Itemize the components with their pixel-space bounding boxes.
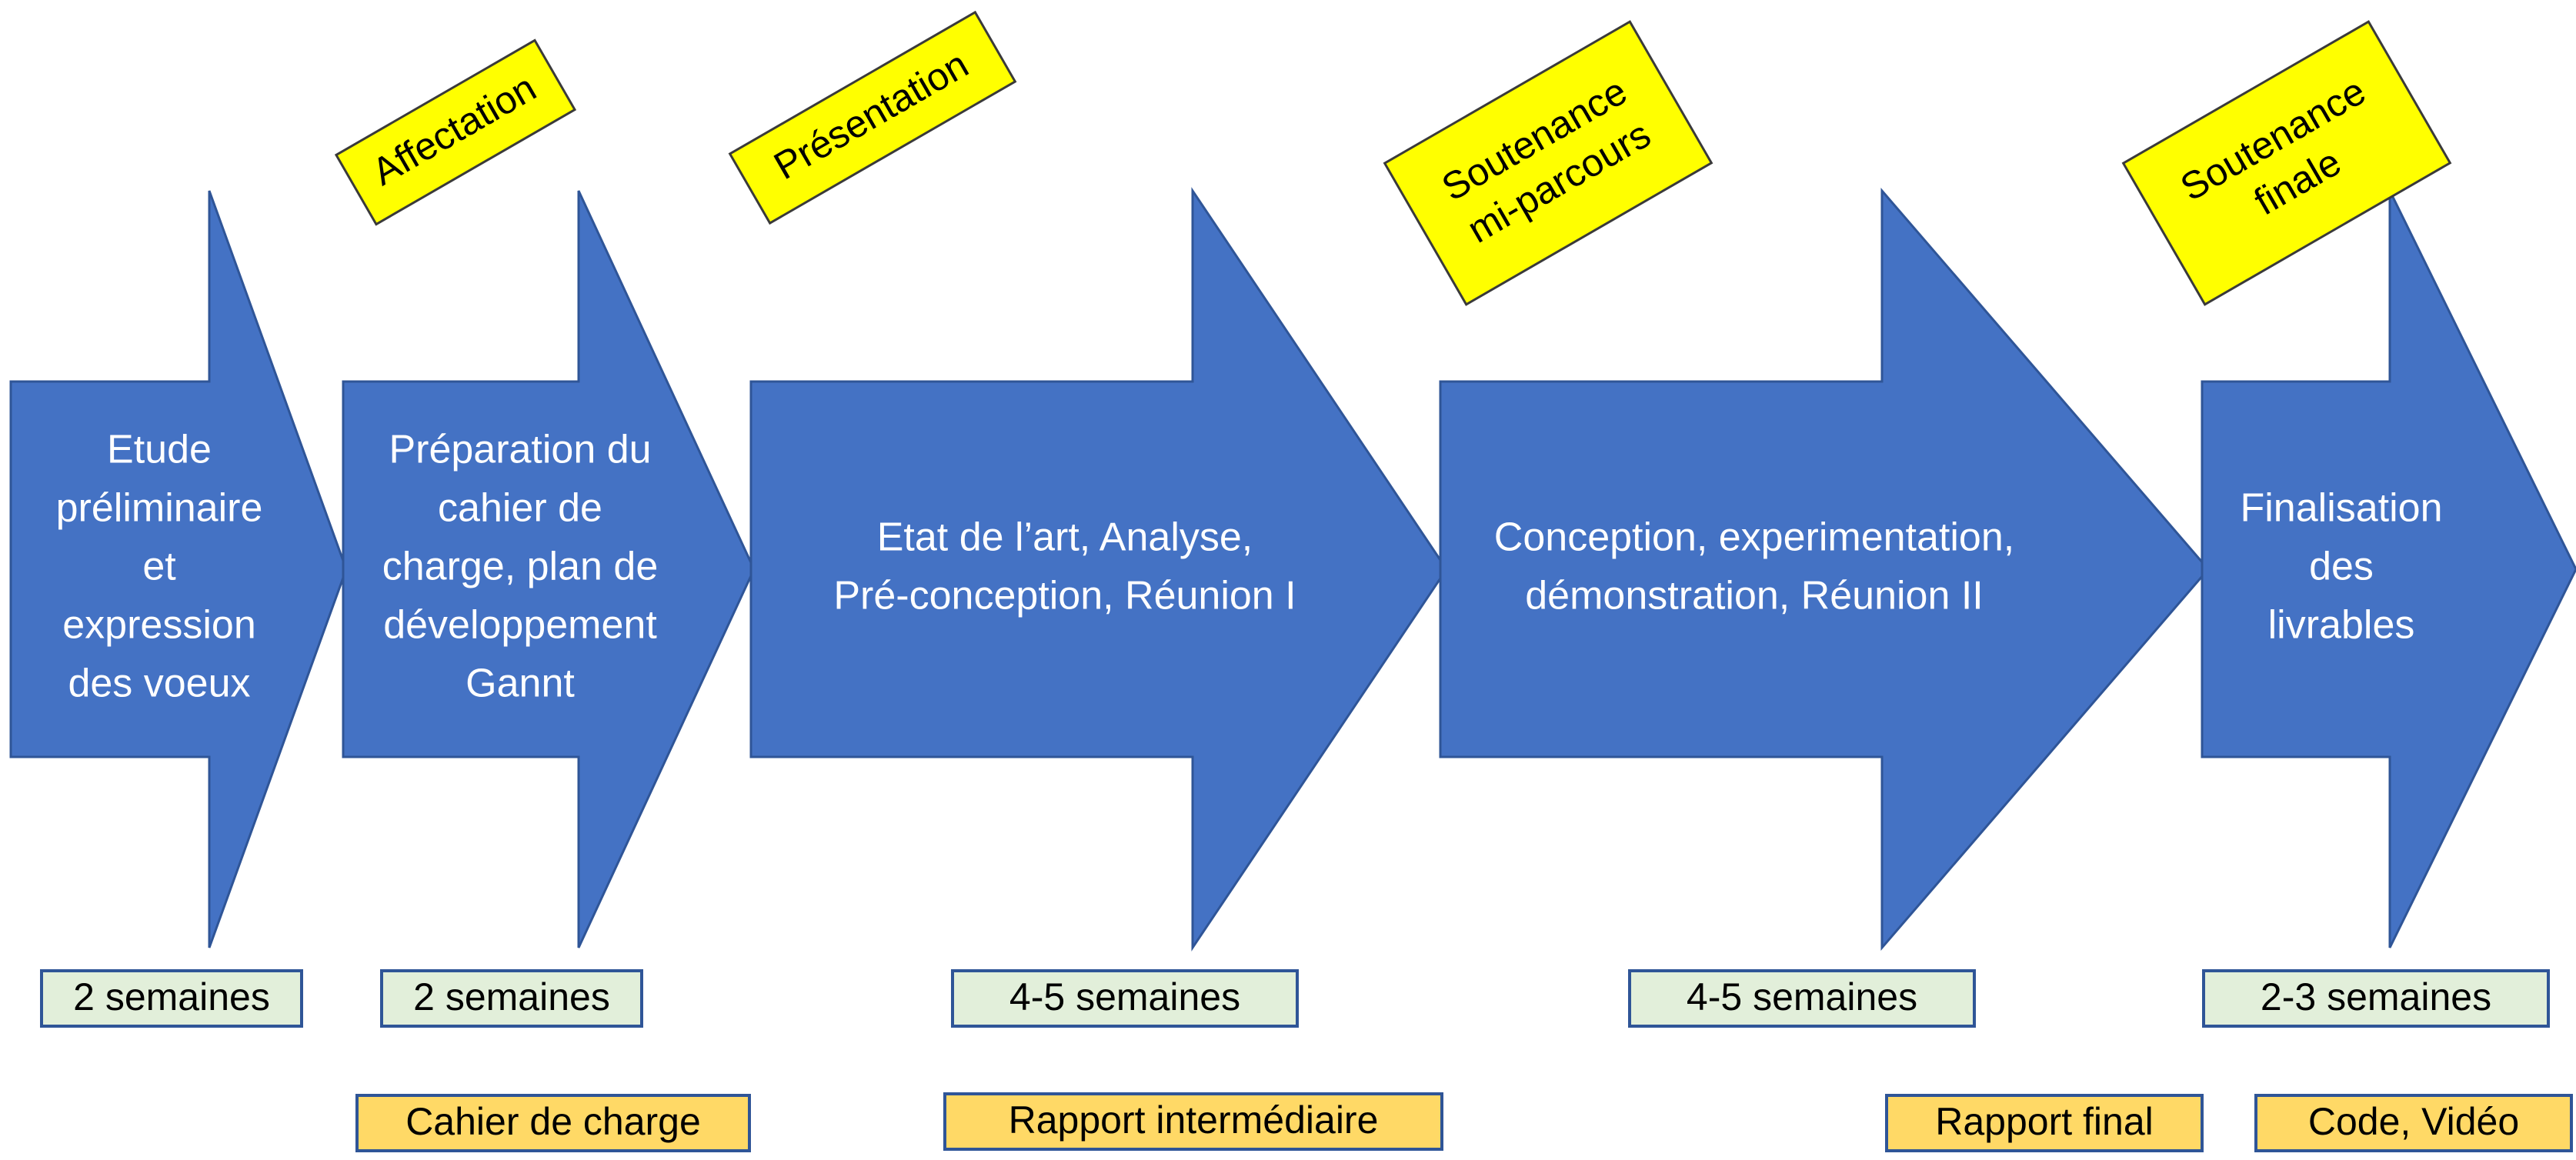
- phase-label-5: Finalisation des livrables: [2240, 486, 2442, 648]
- deliverable-box-bg: [943, 1092, 1443, 1151]
- phase-label-4: Conception, experimentation, démonstratio…: [1494, 515, 2014, 618]
- phase-label-1-line: Etude: [107, 428, 212, 472]
- milestone-box: [2121, 20, 2452, 306]
- phase-label-1-line: et: [142, 545, 176, 589]
- phase-label-2-line: charge, plan de: [382, 545, 659, 589]
- phase-label-1: Etude préliminaire et expression des voeux: [56, 428, 263, 706]
- phase-label-1-line: préliminaire: [56, 486, 263, 531]
- phase-label-2-line: développement: [383, 603, 657, 648]
- duration-box-bg: [951, 969, 1299, 1028]
- duration-label: 2-3 semaines: [2261, 975, 2491, 1018]
- phase-label-2-line: Gannt: [465, 662, 575, 706]
- phase-label-1-line: expression: [62, 603, 255, 648]
- milestone-callout-2: Présentation: [728, 10, 1017, 225]
- duration-label: 2 semaines: [73, 975, 270, 1018]
- phase-arrow-4: [1439, 187, 2210, 952]
- duration-box-bg: [1628, 969, 1976, 1028]
- deliverable-label: Code, Vidéo: [2308, 1100, 2519, 1143]
- duration-box-2: 2 semaines: [380, 969, 643, 1028]
- milestone-callout-3: Soutenancemi-parcours: [1383, 20, 1713, 306]
- phase-label-3-line: Etat de l’art, Analyse,: [877, 515, 1253, 560]
- phase-label-2-line: cahier de: [438, 486, 602, 531]
- phase-label-3-line: Pré-conception, Réunion I: [833, 574, 1296, 618]
- phase-label-2-line: Préparation du: [389, 428, 651, 472]
- duration-box-4: 4-5 semaines: [1628, 969, 1976, 1028]
- milestone-box: [1383, 20, 1713, 306]
- duration-box-bg: [2202, 969, 2550, 1028]
- phase-arrow-5: [2201, 190, 2576, 948]
- deliverable-label: Cahier de charge: [405, 1100, 701, 1143]
- deliverable-box-bg: [1885, 1094, 2204, 1152]
- phase-label-3: Etat de l’art, Analyse, Pré-conception, R…: [833, 515, 1296, 618]
- milestone-box: [728, 10, 1017, 225]
- duration-box-1: 2 semaines: [40, 969, 303, 1028]
- duration-box-bg: [380, 969, 643, 1028]
- phase-arrow-1: [9, 190, 348, 948]
- phase-arrow-2: [342, 190, 756, 948]
- phase-label-2: Préparation du cahier de charge, plan de dé…: [382, 428, 659, 706]
- phase-label-1-line: des voeux: [68, 662, 250, 706]
- deliverable-label: Rapport intermédiaire: [1009, 1098, 1379, 1142]
- duration-label: 4-5 semaines: [1009, 975, 1240, 1018]
- phase-label-5-line: des: [2309, 545, 2374, 589]
- deliverable-label: Rapport final: [1935, 1100, 2154, 1143]
- duration-label: 2 semaines: [413, 975, 610, 1018]
- deliverable-box-4: Code, Vidéo: [2254, 1094, 2573, 1152]
- milestone-box: [334, 38, 577, 226]
- duration-box-5: 2-3 semaines: [2202, 969, 2550, 1028]
- phase-label-5-line: Finalisation: [2240, 486, 2442, 531]
- deliverable-box-1: Cahier de charge: [355, 1094, 751, 1152]
- phase-label-5-line: livrables: [2268, 603, 2415, 648]
- deliverable-box-3: Rapport final: [1885, 1094, 2204, 1152]
- deliverable-box-2: Rapport intermédiaire: [943, 1092, 1443, 1151]
- deliverable-box-bg: [355, 1094, 751, 1152]
- duration-label: 4-5 semaines: [1687, 975, 1917, 1018]
- phase-arrow-3: [749, 187, 1448, 952]
- deliverable-box-bg: [2254, 1094, 2573, 1152]
- duration-box-3: 4-5 semaines: [951, 969, 1299, 1028]
- phase-label-4-line: Conception, experimentation,: [1494, 515, 2014, 560]
- phase-label-4-line: démonstration, Réunion II: [1525, 574, 1983, 618]
- duration-box-bg: [40, 969, 303, 1028]
- milestone-callout-1: Affectation: [334, 38, 577, 226]
